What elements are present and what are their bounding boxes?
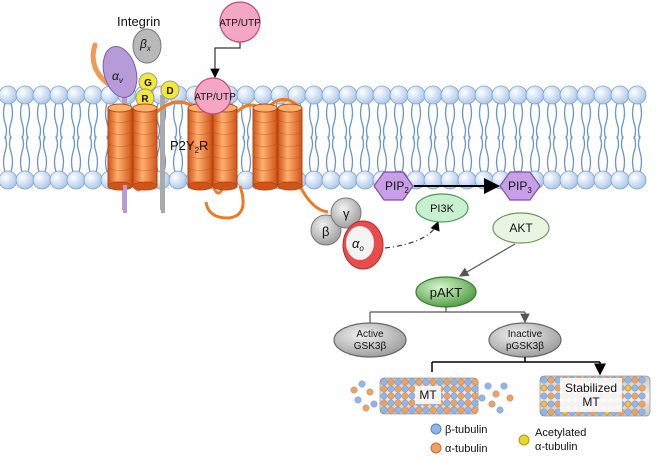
pip3-node	[499, 171, 541, 201]
active-gsk3b-node	[333, 322, 407, 358]
acetylated-tubulin-swatch	[518, 434, 530, 446]
atp-utp-label: ATP/UTP	[219, 18, 261, 29]
rgd-d	[160, 80, 180, 100]
receptor-helix	[132, 107, 158, 187]
rgd-d-label: D	[166, 86, 173, 97]
pi3k-label: PI3K	[430, 203, 455, 215]
integrin	[90, 28, 180, 210]
alpha-tubulin-label: α-tubulin	[445, 443, 487, 455]
g-beta-label: β	[322, 224, 329, 239]
beta-tubulin-label: β-tubulin	[445, 424, 487, 436]
receptor-helix	[107, 107, 133, 187]
cell-membrane	[0, 85, 647, 190]
g-gamma-subunit	[330, 197, 362, 229]
pi3k-node	[415, 193, 469, 223]
stabilized-mt-line2: MT	[582, 395, 600, 409]
active-gsk3b-line2: GSK3β	[354, 341, 387, 352]
integrin-alpha-label: αv	[112, 69, 124, 85]
pip2-label: PIP2	[385, 179, 409, 195]
receptor-helix	[277, 107, 303, 187]
mt-label: MT	[419, 388, 437, 402]
rgd-r-label: R	[141, 94, 149, 105]
integrin-beta-subunit	[132, 28, 162, 64]
atp-utp-bound	[194, 77, 232, 115]
inactive-pgsk3b-line1: Inactive	[508, 329, 543, 340]
p2y2r-label: P2Y2R	[170, 138, 208, 155]
akt-label: AKT	[509, 221, 533, 235]
inactive-pgsk3b-line2: pGSK3β	[506, 341, 544, 352]
active-gsk3b-line1: Active	[356, 329, 384, 340]
rgd-g-label: G	[144, 78, 152, 89]
atp-utp-ligand	[219, 1, 261, 43]
legend: β-tubulin α-tubulin Acetylated α-tubulin	[430, 423, 586, 455]
akt-node	[492, 212, 550, 244]
receptor-helix	[212, 107, 238, 187]
acetylated-line1: Acetylated	[535, 427, 586, 439]
stabilized-mt-line1: Stabilized	[565, 381, 617, 395]
integrin-alpha-subunit	[102, 46, 138, 98]
pip2-node	[373, 171, 414, 201]
acetylated-line2: α-tubulin	[535, 441, 577, 453]
pakt-label: pAKT	[430, 285, 463, 300]
integrin-label: Integrin	[117, 14, 160, 29]
g-beta-subunit	[310, 214, 342, 246]
p2y2r-receptor	[107, 98, 329, 220]
atp-utp-bound-label: ATP/UTP	[194, 92, 236, 103]
receptor-helix	[252, 107, 278, 187]
g-gamma-label: γ	[343, 206, 350, 221]
receptor-helix	[187, 107, 213, 187]
pip3-label: PIP3	[508, 179, 532, 195]
alpha-tubulin-swatch	[430, 442, 442, 454]
beta-tubulin-swatch	[430, 423, 442, 435]
